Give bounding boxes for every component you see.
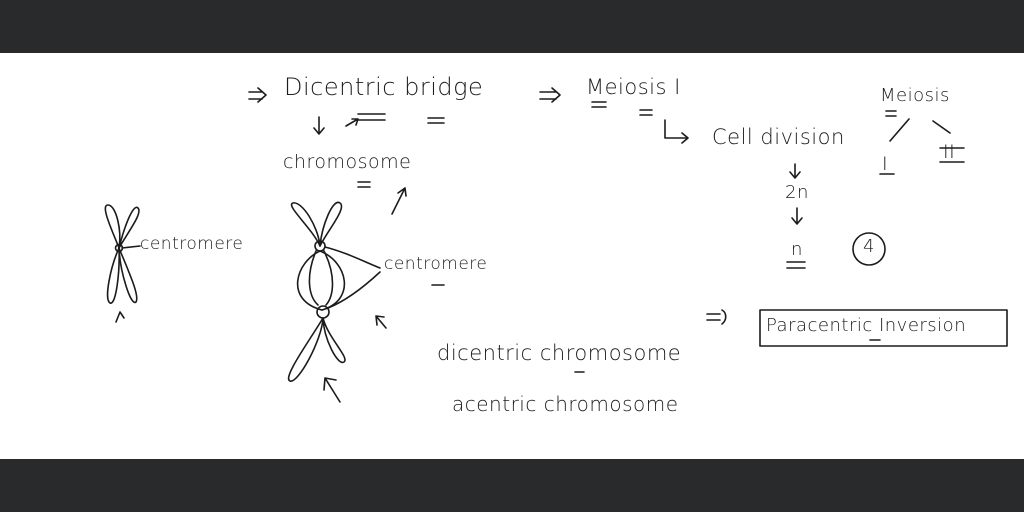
inversion-box: [759, 309, 1008, 347]
implies-arrow-3: [706, 309, 727, 325]
meiosis-branches: [879, 110, 965, 175]
chromosome-underline-arrow: [357, 181, 407, 215]
note-dicentric-chromosome: dicentric chromosome: [437, 341, 682, 365]
bottom-frame-bar: [0, 459, 1024, 512]
note-meiosis-roman-1: I: [882, 153, 889, 175]
meiosis-underlines: [591, 101, 653, 116]
top-frame-bar: [0, 0, 1024, 53]
note-acentric-chromosome: acentric chromosome: [452, 392, 679, 416]
down-arrow-3: [791, 207, 803, 225]
note-dicentric-bridge: Dicentric bridge: [284, 73, 484, 101]
note-ploidy-n: n: [791, 239, 803, 260]
note-meiosis-one: Meiosis I: [586, 75, 681, 99]
dicentric-chromosome-drawing: [287, 201, 445, 403]
note-paracentric-inversion: Paracentric Inversion: [766, 315, 967, 336]
hook-arrow: [664, 119, 689, 144]
down-arrow-1: [313, 116, 325, 135]
note-cell-division: Cell division: [712, 125, 845, 149]
down-arrow-2: [789, 163, 801, 179]
implies-arrow-2: [539, 87, 561, 103]
single-chromosome-drawing: [104, 204, 141, 323]
n-underline: [786, 261, 806, 269]
note-chromosome: chromosome: [283, 151, 412, 173]
note-centromere-single: centromere: [140, 234, 244, 254]
note-meiosis: Meiosis: [880, 85, 950, 106]
note-centromere-double: centromere: [384, 254, 488, 274]
ink-strokes: [104, 87, 1008, 403]
note-meiosis-roman-2: II: [943, 141, 956, 163]
underline-arrow-mark: [345, 113, 445, 127]
circle-mark: [852, 232, 886, 266]
whiteboard-canvas: Dicentric bridge chromosome Meiosis I Ce…: [0, 53, 1024, 459]
implies-arrow-1: [248, 87, 267, 103]
note-ploidy-2n: 2n: [785, 182, 809, 203]
note-circled-number: 4: [863, 236, 875, 257]
